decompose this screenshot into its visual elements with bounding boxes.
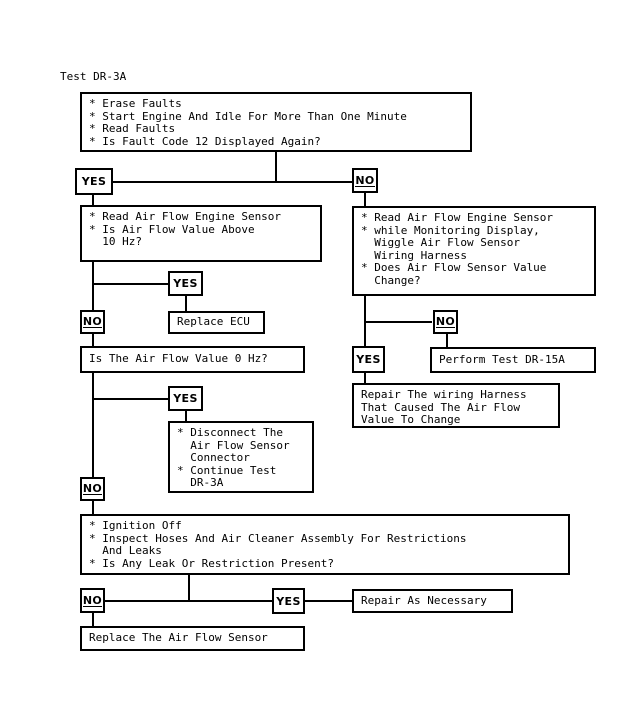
node-step3-left[interactable]: Is The Air Flow Value 0 Hz? xyxy=(80,346,305,373)
decision-no-1[interactable]: NO xyxy=(352,168,378,193)
connector-step3-down xyxy=(92,372,94,478)
decision-yes-1-label: YES xyxy=(81,175,107,188)
decision-no-1-label: NO xyxy=(355,173,375,187)
node-replace-ecu[interactable]: Replace ECU xyxy=(168,311,265,334)
node-step2-right[interactable]: * Read Air Flow Engine Sensor * while Mo… xyxy=(352,206,596,296)
connector-noright-down xyxy=(446,333,448,347)
node-replace-sensor[interactable]: Replace The Air Flow Sensor xyxy=(80,626,305,651)
connector-yesright-down xyxy=(364,372,366,383)
decision-no-5[interactable]: NO xyxy=(80,588,105,613)
decision-no-right[interactable]: NO xyxy=(433,310,458,334)
node-step4-bottom[interactable]: * Ignition Off * Inspect Hoses And Air C… xyxy=(80,514,570,575)
decision-yes-5-label: YES xyxy=(276,594,301,608)
connector-step1-down xyxy=(275,150,277,182)
connector-yes1-down xyxy=(92,195,94,205)
decision-yes-right[interactable]: YES xyxy=(352,346,385,373)
connector-no2-down xyxy=(92,333,94,346)
decision-no-4-label: NO xyxy=(82,482,103,495)
decision-yes-2[interactable]: YES xyxy=(168,271,203,296)
decision-yes-2-label: YES xyxy=(173,277,198,290)
connector-no4-down xyxy=(92,500,94,514)
connector-branch5-bus xyxy=(104,600,274,602)
node-repair-harness[interactable]: Repair The wiring Harness That Caused Th… xyxy=(352,383,560,428)
decision-no-right-label: NO xyxy=(435,315,456,328)
page-title: Test DR-3A xyxy=(60,70,127,83)
node-disconnect-step[interactable]: * Disconnect The Air Flow Sensor Connect… xyxy=(168,421,314,493)
node-step2-left[interactable]: * Read Air Flow Engine Sensor * Is Air F… xyxy=(80,205,322,262)
connector-no5-down xyxy=(92,613,94,626)
connector-yes3-down xyxy=(185,410,187,421)
node-repair-as-necessary[interactable]: Repair As Necessary xyxy=(352,589,513,613)
decision-no-2-label: NO xyxy=(82,315,103,328)
connector-branchright-bus xyxy=(364,321,432,323)
decision-no-2[interactable]: NO xyxy=(80,310,105,334)
connector-step2left-down xyxy=(92,261,94,311)
connector-yes2-down xyxy=(185,295,187,311)
connector-step4-down xyxy=(188,575,190,601)
decision-yes-right-label: YES xyxy=(356,353,381,366)
connector-branch3-bus xyxy=(92,398,170,400)
decision-no-4[interactable]: NO xyxy=(80,477,105,501)
connector-yes5-bus xyxy=(304,600,354,602)
decision-yes-3[interactable]: YES xyxy=(168,386,203,411)
connector-branch1-bus xyxy=(112,181,354,183)
node-perform-test[interactable]: Perform Test DR-15A xyxy=(430,347,596,373)
connector-branch2-bus xyxy=(92,283,170,285)
node-step1[interactable]: * Erase Faults * Start Engine And Idle F… xyxy=(80,92,472,152)
decision-yes-3-label: YES xyxy=(173,392,198,405)
decision-no-5-label: NO xyxy=(82,593,103,607)
decision-yes-5[interactable]: YES xyxy=(272,588,305,614)
connector-no1-down xyxy=(364,192,366,206)
decision-yes-1[interactable]: YES xyxy=(75,168,113,195)
